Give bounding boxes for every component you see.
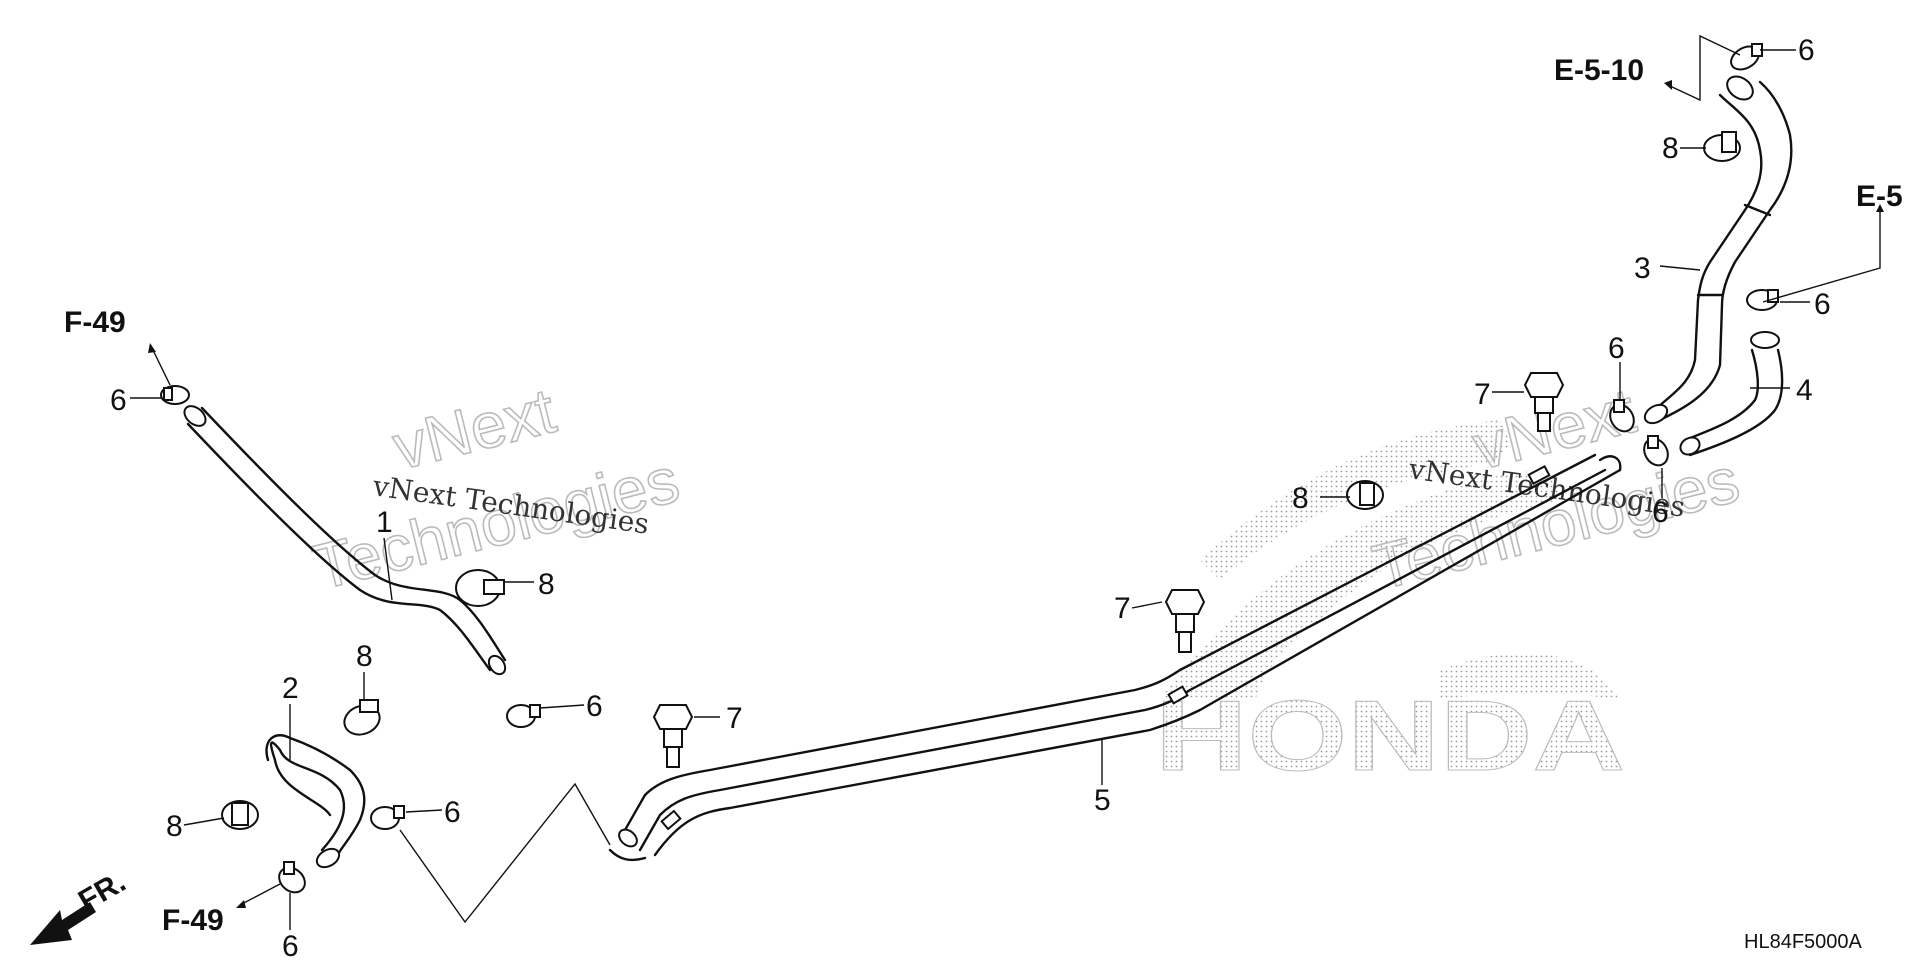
callout-1[interactable]: 1 [376,506,393,539]
callout-7-b[interactable]: 7 [1114,592,1131,625]
front-direction-arrow: FR. [30,865,131,945]
clamp-6-d[interactable] [274,861,310,897]
clamp-6-g[interactable] [1746,289,1779,311]
hose-2[interactable] [265,734,366,871]
hose-1[interactable] [181,402,509,677]
pipe-assembly-5[interactable] [608,453,1622,862]
callout-6-c[interactable]: 6 [444,796,461,829]
hose-4[interactable] [1677,331,1784,458]
watermark-honda-text: HONDA [1155,680,1625,792]
watermark-left: vNext Technologies vNext Technologies [305,373,687,604]
callout-6-g[interactable]: 6 [1814,288,1831,321]
callout-8-a[interactable]: 8 [538,568,555,601]
clamp-6-h[interactable] [1727,42,1763,74]
clamp-8-e[interactable] [1703,131,1741,162]
clamp-8-d[interactable] [1346,480,1384,510]
callout-4[interactable]: 4 [1796,374,1813,407]
callout-8-d[interactable]: 8 [1292,482,1309,515]
callout-5[interactable]: 5 [1094,784,1111,817]
callout-7-c[interactable]: 7 [1474,378,1491,411]
clamp-6-b[interactable] [506,704,541,728]
callout-8-e[interactable]: 8 [1662,132,1679,165]
clamp-8-c[interactable] [221,800,259,830]
clamp-6-e[interactable] [1605,399,1638,436]
ref-e5-10[interactable]: E-5-10 [1554,54,1644,87]
callout-6-h[interactable]: 6 [1798,34,1815,67]
watermark-right: vNext Technologies vNext Technologies [1365,373,1747,604]
callout-2[interactable]: 2 [282,672,299,705]
ref-f49-lower[interactable]: F-49 [162,904,224,937]
diagram-code: HL84F5000A [1744,931,1863,953]
callout-6-d[interactable]: 6 [282,930,299,963]
ref-f49-upper[interactable]: F-49 [64,306,126,339]
callout-7-a[interactable]: 7 [726,702,743,735]
reference-labels[interactable]: F-49 F-49 E-5 E-5-10 [64,54,1903,937]
clamp-6-a[interactable] [160,385,190,405]
callout-6-e[interactable]: 6 [1608,332,1625,365]
callout-6-f[interactable]: 6 [1652,496,1669,529]
bolt-7-c[interactable] [1523,372,1565,432]
callout-8-b[interactable]: 8 [356,640,373,673]
clamp-8-b[interactable] [340,699,383,739]
bolt-7-a[interactable] [652,704,694,768]
callout-6-a[interactable]: 6 [110,384,127,417]
leader-lines [130,34,1884,930]
clamp-6-c[interactable] [370,805,405,830]
callout-3[interactable]: 3 [1634,252,1651,285]
watermark-vnext-large-left: vNext [386,374,562,483]
part-number-callouts[interactable]: 6 1 8 6 8 2 8 6 6 7 5 7 8 7 6 6 3 6 4 8 … [110,34,1831,963]
ref-e5[interactable]: E-5 [1856,180,1903,213]
callout-6-b[interactable]: 6 [586,690,603,723]
callout-8-c[interactable]: 8 [166,810,183,843]
hose-3[interactable] [1642,72,1793,427]
bolt-7-b[interactable] [1164,589,1206,653]
clamp-8-a[interactable] [455,569,505,607]
clamp-6-f[interactable] [1639,434,1672,469]
